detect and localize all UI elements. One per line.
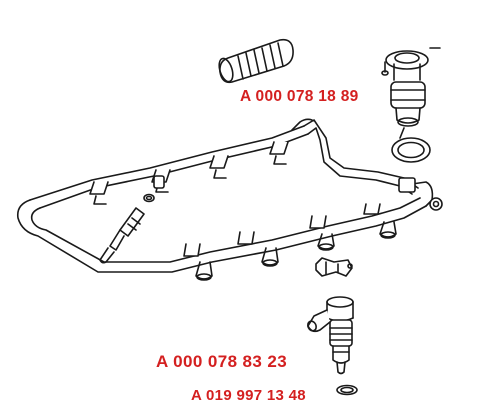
seal-ring-part-number: A 019 997 13 48 xyxy=(191,387,306,404)
pressure-regulator-part-number: A 000 078 18 89 xyxy=(240,88,359,105)
rail-spacer xyxy=(143,175,165,203)
regulator-o-ring xyxy=(391,127,431,163)
injector-seal-ring xyxy=(336,384,358,396)
fuel-filter-sleeve xyxy=(218,38,294,84)
injector-clip xyxy=(315,257,353,277)
injector-part-number: A 000 078 83 23 xyxy=(156,352,288,371)
pressure-regulator xyxy=(381,47,441,127)
installed-injector xyxy=(99,207,145,264)
fuel-rail xyxy=(16,118,443,281)
fuel-injector xyxy=(307,296,354,375)
